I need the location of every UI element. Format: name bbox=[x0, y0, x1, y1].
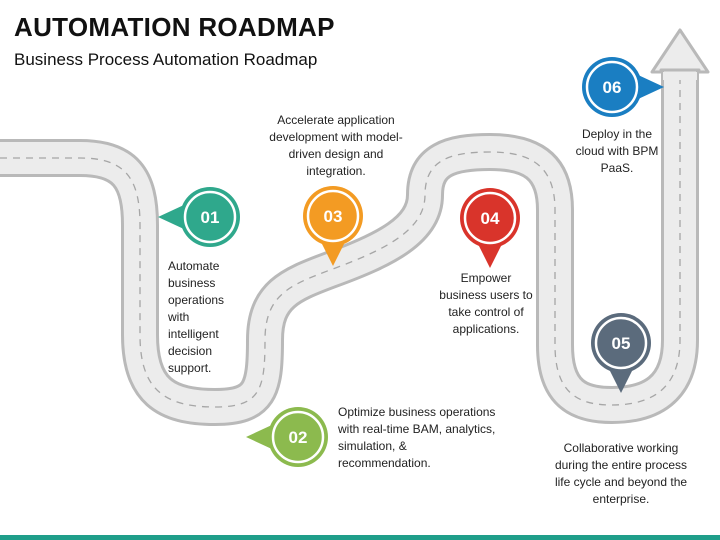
milestone-01-description: Automate business operations with intell… bbox=[168, 259, 225, 375]
milestone-06-pointer bbox=[636, 74, 664, 100]
milestone-01-marker: 01 bbox=[158, 187, 240, 247]
page-title: AUTOMATION ROADMAP bbox=[14, 12, 335, 42]
milestone-04-inner-circle bbox=[463, 191, 517, 245]
milestone-01-inner-circle bbox=[183, 190, 237, 244]
milestone-04-description: Empower business users to take control o… bbox=[439, 271, 533, 336]
milestone-05-inner-circle bbox=[594, 316, 648, 370]
milestone-02-number: 02 bbox=[289, 428, 308, 447]
milestone-02-inner-circle bbox=[271, 410, 325, 464]
milestone-05-description: Collaborative working during the entire … bbox=[554, 441, 688, 506]
milestone-03-marker: 03 bbox=[303, 186, 363, 266]
milestone-05-number: 05 bbox=[612, 334, 631, 353]
milestone-01-number: 01 bbox=[201, 208, 220, 227]
milestone-06-description: Deploy in the cloud with BPM PaaS. bbox=[575, 127, 659, 175]
milestone-06-marker: 06 bbox=[582, 57, 664, 117]
milestone-03-inner-circle bbox=[306, 189, 360, 243]
winding-road bbox=[0, 28, 710, 426]
milestone-02-pointer bbox=[246, 424, 274, 450]
milestone-03-number: 03 bbox=[324, 207, 343, 226]
milestone-06-inner-circle bbox=[585, 60, 639, 114]
bottom-accent-bar bbox=[0, 535, 720, 540]
milestone-04-number: 04 bbox=[481, 209, 500, 228]
milestone-04-marker: 04 bbox=[460, 188, 520, 268]
milestone-04-pointer bbox=[477, 242, 503, 268]
page-subtitle: Business Process Automation Roadmap bbox=[14, 50, 318, 69]
milestone-05-pointer bbox=[608, 367, 634, 393]
milestone-03-description: Accelerate application development with … bbox=[269, 113, 403, 178]
milestone-02-marker: 02 bbox=[246, 407, 328, 467]
milestone-03-pointer bbox=[320, 240, 346, 266]
milestone-01-pointer bbox=[158, 204, 186, 230]
milestone-02-description: Optimize business operations with real-t… bbox=[338, 405, 496, 470]
milestone-05-marker: 05 bbox=[591, 313, 651, 393]
milestone-06-number: 06 bbox=[603, 78, 622, 97]
